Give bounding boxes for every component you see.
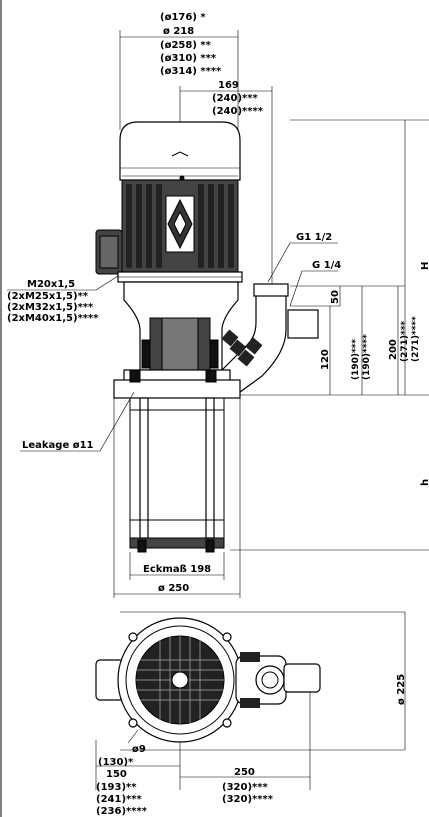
plan-l193: (193)** xyxy=(96,782,137,793)
conn-g1-4: G 1/4 xyxy=(312,260,341,271)
dim-120: 120 xyxy=(320,349,331,370)
base-callouts: Leakage ø11 Eckmaß 198 ø 250 xyxy=(20,391,241,598)
top-diameter-dims: (ø176) * ø 218 (ø258) ** (ø310) *** (ø31… xyxy=(119,12,273,285)
plan-l250: 250 xyxy=(234,767,255,778)
dim-190a: (190)*** xyxy=(351,339,361,380)
elbow-nuts xyxy=(221,329,263,367)
plan-l320b: (320)**** xyxy=(222,794,274,805)
plan-view: ø 225 xyxy=(95,611,407,817)
gland-m25: (2xM25x1,5)** xyxy=(7,291,89,302)
fan-grille-mesh xyxy=(136,636,224,724)
dim-200: 200 xyxy=(388,339,399,360)
outlet-flange xyxy=(253,283,289,297)
plan-gauge-port xyxy=(283,663,321,693)
gland-m40: (2xM40x1,5)**** xyxy=(7,313,99,324)
gland-m20: M20x1,5 xyxy=(27,279,75,290)
dim-271a: (271)*** xyxy=(400,321,410,362)
tie-rod-right xyxy=(205,397,215,539)
dim-h: h xyxy=(420,479,429,486)
dim-d314: (ø314) **** xyxy=(160,66,222,77)
gauge-port xyxy=(287,309,319,339)
motor xyxy=(95,121,243,300)
dim-w169: 169 xyxy=(218,80,239,91)
plan-outlet-nuts xyxy=(240,652,260,708)
vertical-dimensions: H h 50 120 (190)*** (190)**** 200 (271)*… xyxy=(230,119,429,551)
motor-fan-cover xyxy=(119,121,241,181)
plan-l320a: (320)*** xyxy=(222,782,268,793)
eckmass-label: Eckmaß 198 xyxy=(143,564,211,575)
dim-d218: ø 218 xyxy=(163,26,194,37)
d250-label: ø 250 xyxy=(158,583,189,594)
leakage-label: Leakage ø11 xyxy=(22,440,94,451)
dim-w240a: (240)*** xyxy=(212,93,258,104)
dim-190b: (190)**** xyxy=(362,334,372,380)
conn-g1-2: G1 1/2 xyxy=(296,232,332,243)
gland-m32: (2xM32x1,5)*** xyxy=(7,302,94,313)
cooling-fins xyxy=(126,184,234,268)
dim-271b: (271)**** xyxy=(411,316,421,362)
mounting-flange xyxy=(113,379,241,399)
plan-l150: 150 xyxy=(106,769,127,780)
suction-foot xyxy=(129,537,225,549)
pump-base xyxy=(113,369,241,553)
plan-l236: (236)**** xyxy=(96,806,148,817)
dim-d310: (ø310) *** xyxy=(160,53,217,64)
dim-H: H xyxy=(420,262,429,270)
plan-l130: (130)* xyxy=(98,757,134,768)
plan-d225: ø 225 xyxy=(396,674,407,705)
plan-l241: (241)*** xyxy=(96,794,142,805)
tie-rod-left xyxy=(139,397,149,539)
dim-50: 50 xyxy=(330,290,341,304)
dim-d176: (ø176) * xyxy=(160,12,206,23)
plan-d9: ø9 xyxy=(132,744,146,755)
cable-gland-callout: M20x1,5 (2xM25x1,5)** (2xM32x1,5)*** (2x… xyxy=(7,275,119,324)
dim-d258: (ø258) ** xyxy=(160,40,212,51)
pump-housing xyxy=(123,281,319,393)
lift-eye-mark xyxy=(171,151,189,157)
connection-callouts: G1 1/2 G 1/4 xyxy=(267,232,341,307)
dim-w240b: (240)**** xyxy=(212,106,264,117)
